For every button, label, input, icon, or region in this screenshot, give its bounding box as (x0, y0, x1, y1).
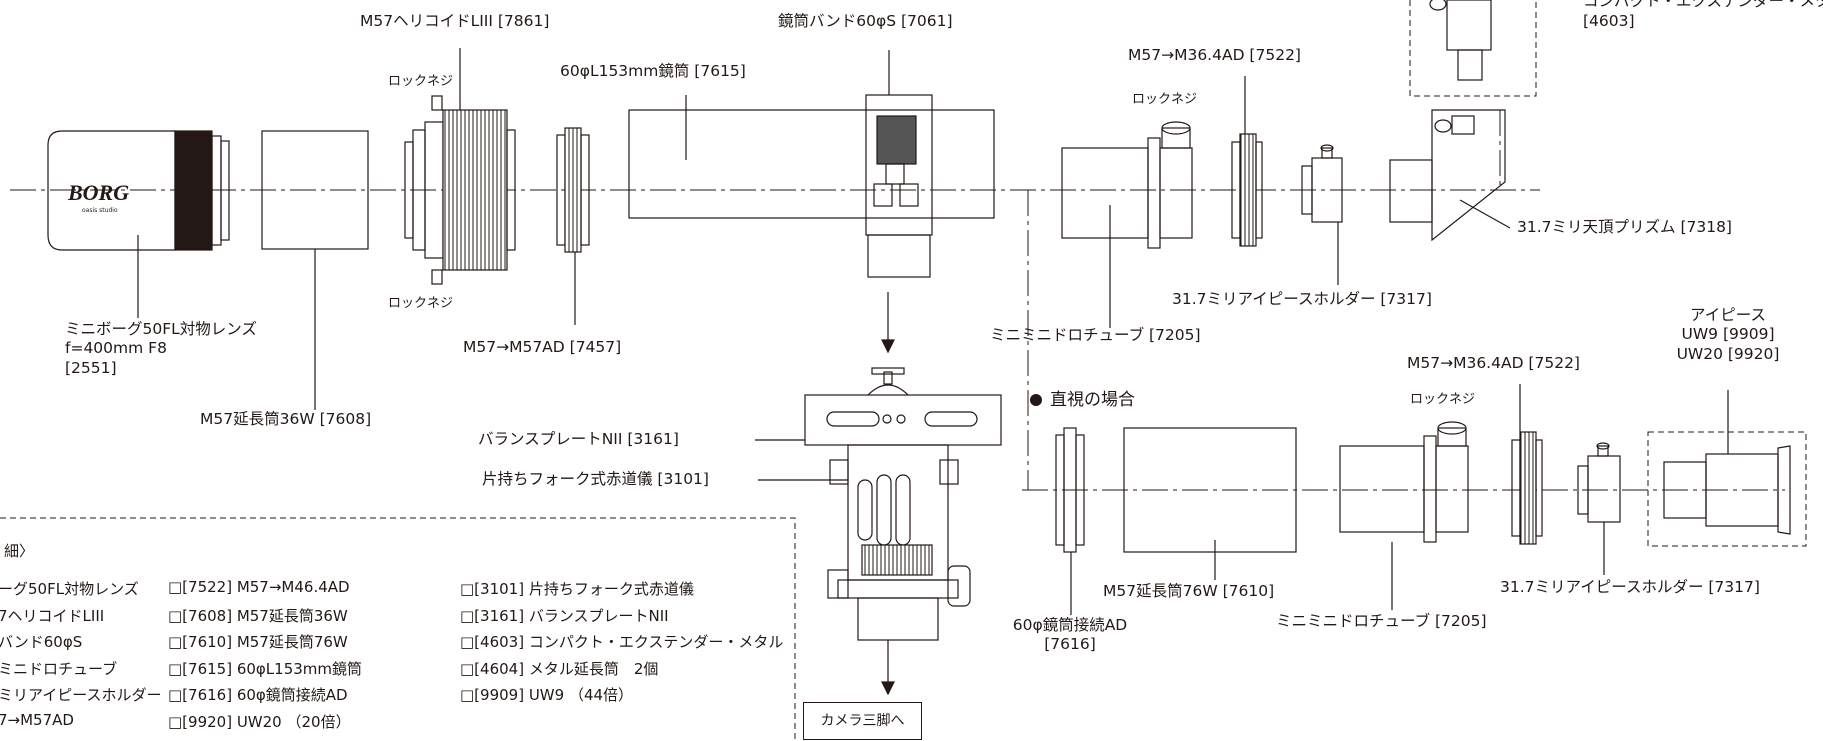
label-lock-screw-1: ロックネジ (388, 74, 454, 89)
parts-list-header: 細〉 (4, 542, 35, 560)
label-m36-bottom: M57→M36.4AD [7522] (1407, 354, 1580, 372)
list-item: □[4604] メタル延長筒 2個 (460, 659, 659, 678)
list-item: □[7522] M57→M46.4AD (168, 578, 350, 596)
objective-lens (47, 130, 230, 251)
label-objective: ミニボーグ50FL対物レンズ f=400mm F8 [2551] (65, 320, 257, 377)
list-item: □[9909] UW9 （44倍） (460, 686, 634, 704)
list-item: □[4603] コンパクト・エクステンダー・メタル (460, 633, 784, 651)
label-lock-screw-2: ロックネジ (388, 296, 454, 311)
borg-logo-sub: oasis studio (82, 207, 118, 214)
list-item: □[7610] M57延長筒76W (168, 633, 348, 651)
label-prism: 31.7ミリ天頂プリズム [7318] (1517, 218, 1732, 236)
label-lock-screw-3: ロックネジ (1132, 92, 1198, 107)
list-item: バンド60φS (0, 633, 83, 651)
list-item: ミニドロチューブ (0, 659, 118, 678)
list-item: □[7608] M57延長筒36W (168, 606, 348, 625)
ext-tube-76w (1123, 427, 1297, 553)
tripod-box: カメラ三脚へ (803, 702, 922, 740)
diagonal-prism (1389, 109, 1506, 242)
list-item: □[7615] 60φL153mm鏡筒 (168, 659, 363, 678)
label-band: 鏡筒バンド60φS [7061] (778, 12, 953, 30)
helicoid (404, 95, 516, 285)
tube-153mm (628, 109, 995, 219)
parts-list-border (0, 517, 796, 741)
list-item: ミリアイピースホルダー (0, 686, 162, 704)
label-eph-top: 31.7ミリアイピースホルダー [7317] (1172, 290, 1432, 308)
list-item: 7→M57AD (0, 710, 74, 729)
label-drawtube-top: ミニミニドロチューブ [7205] (990, 326, 1201, 344)
label-adapter60: 60φ鏡筒接続AD [7616] (1012, 616, 1128, 654)
label-ext36: M57延長筒36W [7608] (200, 410, 372, 428)
eyepiece-holder-top (1301, 144, 1343, 223)
extender-box (1409, 0, 1537, 97)
drawtube-bottom (1339, 421, 1469, 543)
label-ext4603-code: [4603] (1583, 12, 1635, 30)
m57-m36-adapter-bottom (1511, 431, 1543, 545)
label-eyepiece: アイピース UW9 [9909] UW20 [9920] (1676, 306, 1780, 363)
eyepiece (1663, 445, 1791, 535)
label-direct-view: 直視の場合 (1050, 390, 1135, 410)
label-balance: バランスプレートNII [3161] (478, 430, 679, 448)
label-ext4603-name: コンパクト・エクステンダー・メタル (1583, 0, 1823, 10)
label-ext76: M57延長筒76W [7610] (1103, 582, 1275, 600)
label-m57-m57: M57→M57AD [7457] (463, 338, 622, 356)
eyepiece-box (1647, 431, 1807, 547)
label-tube153: 60φL153mm鏡筒 [7615] (560, 62, 746, 80)
m57-m57-adapter (556, 127, 590, 253)
parts-col-1: ーグ50FL対物レンズ 7ヘリコイドLIII バンド60φS ミニドロチューブ … (0, 578, 178, 737)
list-item: □[3101] 片持ちフォーク式赤道儀 (460, 580, 694, 598)
parts-col-2: □[7522] M57→M46.4AD □[7608] M57延長筒36W □[… (168, 578, 362, 737)
list-item: ーグ50FL対物レンズ (0, 580, 139, 598)
label-lock-screw-4: ロックネジ (1410, 392, 1476, 407)
label-m36-top: M57→M36.4AD [7522] (1128, 46, 1301, 64)
list-item: □[7616] 60φ鏡筒接続AD (168, 686, 348, 704)
label-eph-bottom: 31.7ミリアイピースホルダー [7317] (1500, 578, 1760, 596)
borg-logo: BORG (67, 180, 129, 205)
list-item: □[3161] バランスプレートNII (460, 606, 669, 625)
drawtube-top (1061, 121, 1193, 249)
parts-col-3: □[3101] 片持ちフォーク式赤道儀 □[3161] バランスプレートNII … (460, 578, 783, 711)
label-helicoid: M57ヘリコイドLIII [7861] (360, 12, 550, 30)
list-item: 7ヘリコイドLIII (0, 606, 105, 625)
adapter-60 (1055, 427, 1085, 553)
tube-band (865, 94, 933, 278)
equatorial-mount (804, 367, 1002, 641)
m57-m36-adapter-top (1231, 133, 1263, 247)
eyepiece-holder-bottom (1577, 442, 1621, 523)
label-mount: 片持ちフォーク式赤道儀 [3101] (482, 470, 709, 488)
list-item: □[9920] UW20 （20倍） (168, 712, 351, 731)
label-drawtube-bottom: ミニミニドロチューブ [7205] (1276, 612, 1487, 630)
